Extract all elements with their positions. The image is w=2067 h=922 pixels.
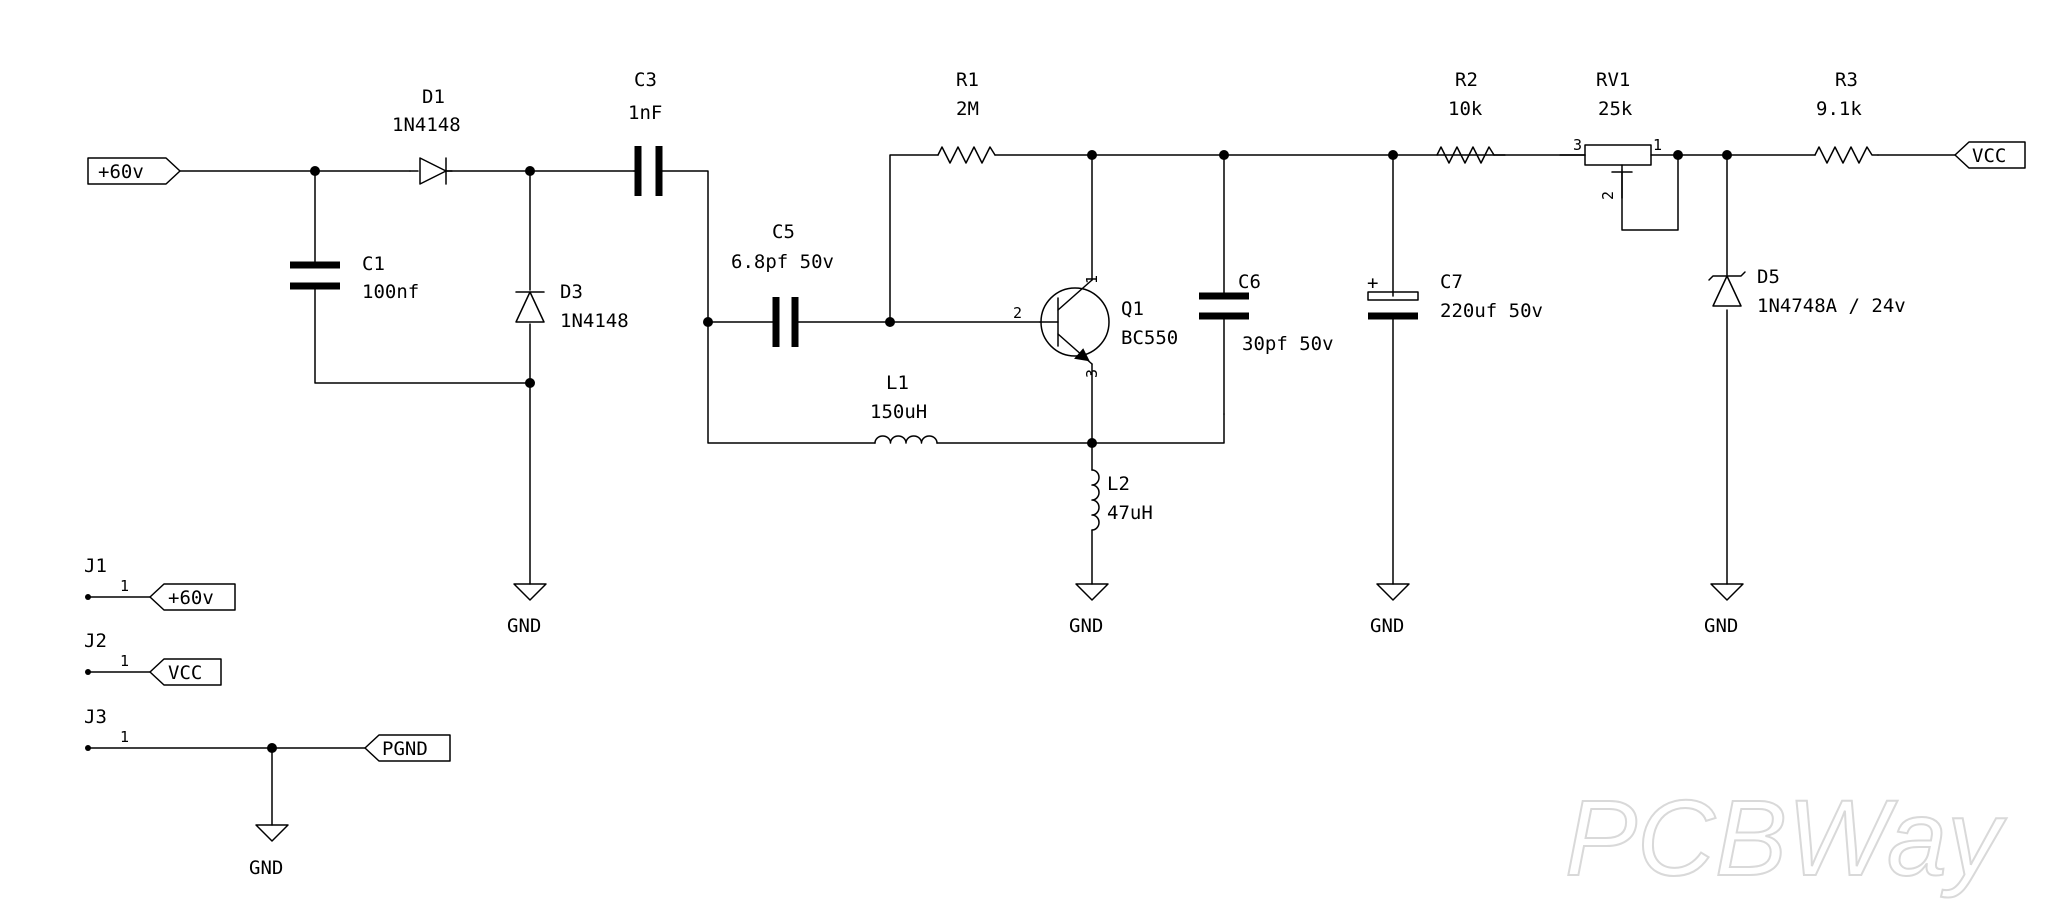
- ref-l2: L2: [1107, 473, 1130, 495]
- value-q1: BC550: [1121, 327, 1178, 349]
- ref-d1: D1: [422, 86, 445, 108]
- ground-label: GND: [1704, 615, 1738, 637]
- ref-c1: C1: [362, 253, 385, 275]
- value-r3: 9.1k: [1816, 98, 1862, 120]
- resistor-r1: R1 2M: [937, 69, 996, 164]
- value-c1: 100nf: [362, 281, 419, 303]
- ref-d5: D5: [1757, 266, 1780, 288]
- potentiometer-rv1: 3 1 2 RV1 25k: [1573, 69, 1662, 200]
- net-label-text: +60v: [98, 161, 144, 183]
- ref-c5: C5: [772, 221, 795, 243]
- ref-j3: J3: [84, 706, 107, 728]
- ref-r3: R3: [1835, 69, 1858, 91]
- capacitor-c6: C6 30pf 50v: [1199, 271, 1334, 355]
- wires: [87, 154, 1956, 826]
- ref-q1: Q1: [1121, 298, 1144, 320]
- net-label-j2: VCC: [168, 662, 202, 684]
- ground-symbol-j3: GND: [249, 824, 289, 879]
- ref-c7: C7: [1440, 271, 1463, 293]
- ref-j1: J1: [84, 555, 107, 577]
- junctions: [267, 150, 1732, 753]
- polarity-c7: +: [1367, 272, 1378, 294]
- value-rv1: 25k: [1598, 98, 1633, 120]
- pin-base-label: 2: [1013, 304, 1022, 322]
- capacitor-c3: C3 1nF: [628, 69, 663, 196]
- watermark-logo: PCBWay: [1565, 777, 2007, 898]
- ground-label: GND: [249, 857, 283, 879]
- value-l2: 47uH: [1107, 502, 1153, 524]
- inductor-l1: L1 150uH: [870, 372, 938, 444]
- resistor-r3: R3 9.1k: [1814, 69, 1879, 164]
- ground-label: GND: [1069, 615, 1103, 637]
- pin3-label: 3: [1573, 136, 1582, 154]
- ref-c6: C6: [1238, 271, 1261, 293]
- pin1-label: 1: [1653, 136, 1662, 154]
- pin2-label: 2: [1599, 191, 1617, 200]
- value-l1: 150uH: [870, 401, 927, 423]
- ground-symbol-d5: GND: [1704, 583, 1744, 637]
- value-d5: 1N4748A / 24v: [1757, 295, 1906, 317]
- connector-j1: J1 1 +60v: [84, 555, 236, 611]
- capacitor-c1: C1 100nf: [290, 253, 419, 303]
- pin-collector-label: 1: [1083, 275, 1101, 284]
- ref-rv1: RV1: [1596, 69, 1630, 91]
- ref-j2: J2: [84, 630, 107, 652]
- value-c7: 220uf 50v: [1440, 300, 1543, 322]
- ref-r2: R2: [1455, 69, 1478, 91]
- connector-j3: J3 1 PGND: [84, 706, 451, 762]
- ref-d3: D3: [560, 281, 583, 303]
- value-r1: 2M: [956, 98, 979, 120]
- capacitor-c5: C5 6.8pf 50v: [731, 221, 834, 347]
- diode-d1: D1 1N4148: [392, 86, 461, 185]
- net-label-j1: +60v: [168, 587, 214, 609]
- ground-label: GND: [1370, 615, 1404, 637]
- ground-symbol-c7: GND: [1370, 583, 1410, 637]
- ref-l1: L1: [886, 372, 909, 394]
- value-c5: 6.8pf 50v: [731, 251, 834, 273]
- ground-label: GND: [507, 615, 541, 637]
- ref-r1: R1: [956, 69, 979, 91]
- transistor-q1: 2 1 3 Q1 BC550: [1013, 275, 1178, 378]
- connector-j2: J2 1 VCC: [84, 630, 222, 686]
- value-d3: 1N4148: [560, 310, 629, 332]
- net-label-vcc-output: VCC: [1954, 141, 2026, 169]
- net-label-text: VCC: [1972, 145, 2006, 167]
- resistor-r2: R2 10k: [1436, 69, 1586, 164]
- pin-label-j3: 1: [120, 728, 129, 746]
- pin-emitter-label: 3: [1083, 369, 1101, 378]
- ground-symbol-l2: GND: [1069, 583, 1109, 637]
- capacitor-c7: + C7 220uf 50v: [1367, 271, 1543, 322]
- ground-symbol-d3: GND: [507, 583, 547, 637]
- net-label-j3: PGND: [382, 738, 428, 760]
- value-c6: 30pf 50v: [1242, 333, 1334, 355]
- net-label-plus60v-input: +60v: [87, 157, 181, 185]
- value-c3: 1nF: [628, 102, 662, 124]
- inductor-l2: L2 47uH: [1091, 469, 1153, 531]
- diode-d3: D3 1N4148: [515, 281, 629, 332]
- zener-diode-d5: D5 1N4748A / 24v: [1708, 266, 1906, 317]
- value-d1: 1N4148: [392, 114, 461, 136]
- pin-label-j2: 1: [120, 652, 129, 670]
- pin-label-j1: 1: [120, 577, 129, 595]
- ref-c3: C3: [634, 69, 657, 91]
- value-r2: 10k: [1448, 98, 1483, 120]
